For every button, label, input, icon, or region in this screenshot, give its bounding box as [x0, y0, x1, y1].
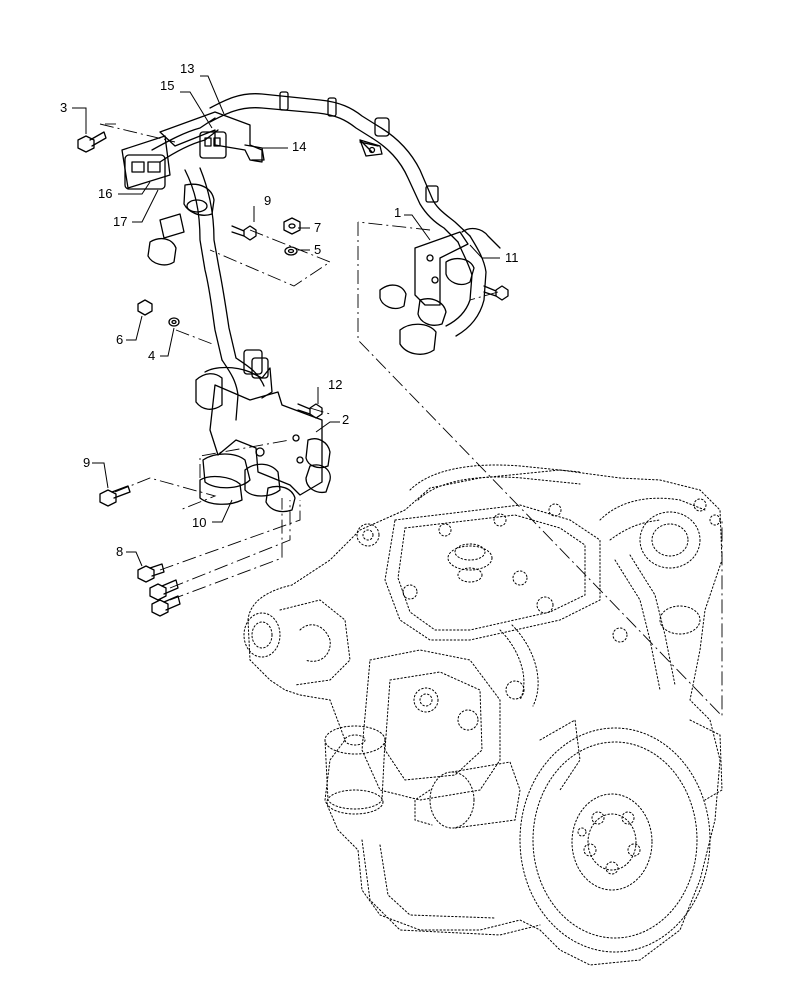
callout-leaders [72, 75, 500, 567]
callout-2: 2 [342, 412, 349, 427]
bolt-8-icon [137, 563, 181, 617]
callout-15: 15 [160, 78, 174, 93]
assembly-leader-lines [99, 123, 723, 718]
callout-4: 4 [148, 348, 155, 363]
callout-7: 7 [314, 220, 321, 235]
washer-5-icon [284, 246, 298, 256]
callout-5: 5 [314, 242, 321, 257]
engine-outline [243, 464, 723, 966]
fasteners [77, 131, 509, 617]
washer-4-icon [168, 317, 180, 327]
callout-11: 11 [505, 250, 519, 265]
nut-6-icon [137, 299, 153, 316]
nut-7-icon [283, 217, 301, 235]
callout-10: 10 [192, 515, 206, 530]
bolt-11-icon [483, 285, 509, 301]
bolt-12-icon [297, 403, 323, 419]
callout-3: 3 [60, 100, 67, 115]
callout-labels: 13 15 3 14 16 17 9 7 5 1 11 6 4 12 2 9 1… [60, 61, 519, 559]
callout-9-upper: 9 [264, 193, 271, 208]
callout-6: 6 [116, 332, 123, 347]
callout-9-lower: 9 [83, 455, 90, 470]
callout-8: 8 [116, 544, 123, 559]
bolt-9-upper-icon [231, 225, 257, 241]
bolt-9-lower-icon [99, 485, 131, 507]
callout-1: 1 [394, 205, 401, 220]
callout-14: 14 [292, 139, 306, 154]
callout-12: 12 [328, 377, 342, 392]
wire-harness [121, 91, 501, 513]
bolt-3-icon [77, 131, 107, 153]
callout-17: 17 [113, 214, 127, 229]
callout-16: 16 [98, 186, 112, 201]
callout-13: 13 [180, 61, 194, 76]
